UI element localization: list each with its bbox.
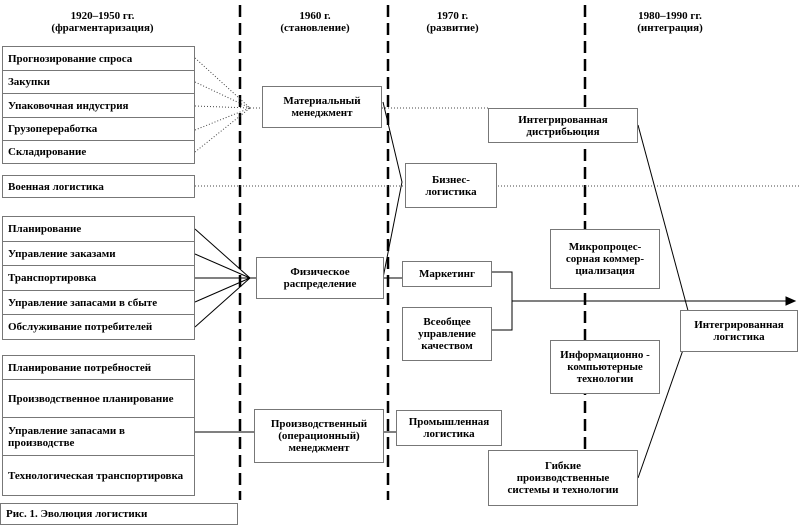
marketing-box: Маркетинг (402, 261, 492, 287)
list-item: Управление заказами (3, 242, 194, 266)
microprocessor-commercialization-box: Микропроцес-сорная коммер-циализация (550, 229, 660, 289)
list-item: Грузопереработка (3, 118, 194, 141)
period-stage: (развитие) (426, 22, 479, 34)
production-management-box: Производственный (операционный) менеджме… (254, 409, 384, 463)
activity-group-material: Прогнозирование спроса Закупки Упаковочн… (2, 46, 195, 164)
list-item: Прогнозирование спроса (3, 47, 194, 71)
list-item: Складирование (8, 146, 87, 158)
period-stage: (становление) (280, 22, 350, 34)
activity-group-production: Планирование потребностей Производственн… (2, 355, 195, 496)
list-item: Технологическая транспортировка (8, 469, 184, 482)
period-header: 1920–1950 гг. (фрагментаризация) (10, 10, 195, 34)
industrial-logistics-box: Промышленная логистика (396, 410, 502, 446)
list-item: Обслуживание потребителей (8, 321, 153, 333)
integrated-distribution-box: Интегрированная дистрибьюция (488, 108, 638, 143)
list-item: Планирование (3, 217, 194, 242)
period-years: 1920–1950 гг. (70, 10, 135, 22)
material-management-box: Материальный менеджмент (262, 86, 382, 128)
figure-caption: Рис. 1. Эволюция логистики (0, 503, 238, 525)
military-logistics-box: Военная логистика (2, 175, 195, 198)
activity-group-physical: Планирование Управление заказами Транспо… (2, 216, 195, 340)
period-years: 1960 г. (299, 10, 331, 22)
period-years: 1980–1990 гг. (638, 10, 702, 22)
information-technology-box: Информационно - компьютерные технологии (550, 340, 660, 394)
physical-distribution-box: Физическое распределение (256, 257, 384, 299)
list-item: Управление запасами в сбыте (3, 291, 194, 315)
list-item: Закупки (3, 71, 194, 94)
total-quality-box: Всеобщее управление качеством (402, 307, 492, 361)
integrated-logistics-box: Интегрированная логистика (680, 310, 798, 352)
period-header: 1980–1990 гг. (интеграция) (605, 10, 735, 34)
flexible-production-box: Гибкие производственные системы и технол… (488, 450, 638, 506)
list-item: Планирование потребностей (3, 356, 194, 380)
period-header: 1960 г. (становление) (255, 10, 375, 34)
list-item: Транспортировка (3, 266, 194, 291)
period-stage: (интеграция) (637, 22, 703, 34)
list-item: Упаковочная индустрия (3, 94, 194, 118)
list-item: Управление запасами в производстве (3, 418, 194, 456)
period-header: 1970 г. (развитие) (400, 10, 505, 34)
period-years: 1970 г. (436, 10, 469, 22)
list-item: Производственное планирование (3, 380, 194, 418)
business-logistics-box: Бизнес-логистика (405, 163, 497, 208)
period-stage: (фрагментаризация) (51, 22, 154, 34)
